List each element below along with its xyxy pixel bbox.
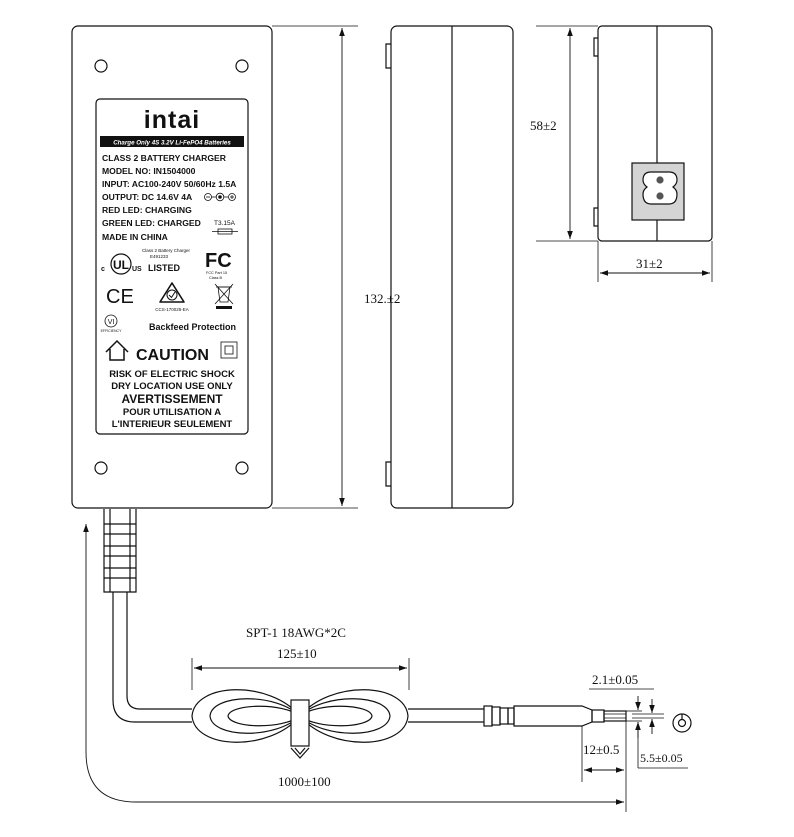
cable-length-dimension: 1000±100	[83, 524, 627, 812]
ul-circle-icon	[110, 253, 132, 275]
barrel-diameter-label: 5.5±0.05	[640, 751, 683, 765]
label-line: INPUT: AC100-240V 50/60Hz 1.5A	[102, 179, 236, 189]
height-label: 58±2	[530, 118, 557, 133]
caution-text: CAUTION	[136, 347, 209, 364]
brand-logo: intai	[144, 106, 200, 134]
backfeed-text: Backfeed Protection	[149, 322, 236, 332]
label-line: MODEL NO: IN1504000	[102, 166, 196, 176]
front-body	[71, 25, 273, 509]
svg-text:E491233: E491233	[150, 254, 169, 259]
weee-bin-icon	[214, 283, 234, 309]
end-view	[593, 25, 713, 242]
warning-line: L'INTERIEUR SEULEMENT	[112, 419, 233, 430]
end-body	[597, 25, 713, 242]
label-line: CLASS 2 BATTERY CHARGER	[102, 153, 227, 163]
svg-text:EFFICIENCY: EFFICIENCY	[101, 329, 122, 333]
screw-hole	[94, 59, 108, 73]
pin-diameter-label: 2.1±0.05	[592, 672, 638, 687]
fcc-mark: FC FCC Part 15 Class B	[205, 250, 232, 280]
width-label: 31±2	[636, 256, 663, 271]
house-icon	[105, 339, 129, 361]
svg-text:FC: FC	[205, 250, 232, 272]
svg-text:Class B: Class B	[209, 276, 223, 280]
front-view: intai Charge Only 4S 3.2V Li-FePO4 Batte…	[71, 25, 273, 509]
polarity-icon	[204, 192, 236, 202]
height-dimension: 58±2	[530, 25, 598, 242]
ul-listed-mark: Class 2 Battery Charger E491233 UL c US …	[101, 248, 191, 275]
cable-length-label: 1000±100	[278, 774, 331, 789]
coil-dimension: SPT-1 18AWG*2C 125±10	[191, 625, 410, 690]
screw-hole	[94, 461, 108, 475]
banner-bar	[100, 136, 244, 147]
length-label: 132.±2	[364, 291, 400, 306]
label-line: OUTPUT: DC 14.6V 4A	[102, 192, 192, 202]
label-line: MADE IN CHINA	[102, 232, 168, 242]
label-line: RED LED: CHARGING	[102, 205, 192, 215]
warning-line: RISK OF ELECTRIC SHOCK	[109, 369, 235, 380]
fuse-icon	[212, 228, 238, 235]
efficiency-mark: VI EFFICIENCY	[101, 314, 122, 333]
label-line: GREEN LED: CHARGED	[102, 218, 201, 228]
dc-plug	[483, 705, 627, 727]
warning-line: AVERTISSEMENT	[121, 392, 223, 406]
pin-diameter-dimension: 2.1±0.05	[589, 672, 664, 734]
strain-relief	[103, 509, 137, 593]
cable-coil	[191, 689, 409, 759]
double-insulation-icon	[220, 341, 238, 359]
plug-length-label: 12±0.5	[583, 742, 619, 757]
svg-text:FCC Part 15: FCC Part 15	[206, 271, 227, 275]
length-dimension: 132.±2	[272, 25, 400, 509]
svg-text:US: US	[132, 266, 142, 273]
plug-end-view-icon	[672, 713, 692, 733]
ac-inlet-icon	[631, 162, 685, 221]
svg-text:LISTED: LISTED	[148, 263, 181, 273]
rating-label	[95, 98, 249, 435]
svg-text:CCS-170025-EA: CCS-170025-EA	[155, 307, 189, 312]
banner-text: Charge Only 4S 3.2V Li-FePO4 Batteries	[113, 140, 231, 147]
plug-length-dimension: 12±0.5	[581, 721, 627, 790]
ce-mark: CE	[106, 286, 134, 308]
screw-hole	[235, 59, 249, 73]
svg-text:c: c	[101, 266, 105, 273]
warning-line: DRY LOCATION USE ONLY	[111, 381, 233, 392]
screw-hole	[235, 461, 249, 475]
svg-text:UL: UL	[113, 258, 129, 272]
cable-tie	[290, 699, 310, 747]
fuse-rating: T3.15A	[214, 220, 236, 227]
side-view	[385, 25, 514, 509]
warning-line: POUR UTILISATION A	[123, 407, 221, 418]
width-dimension: 31±2	[597, 241, 713, 282]
coil-label: 125±10	[277, 646, 317, 661]
barrel-diameter-dimension: 5.5±0.05	[626, 696, 688, 769]
cable-type-label: SPT-1 18AWG*2C	[246, 625, 346, 640]
rcm-mark-icon: CCS-170025-EA	[155, 282, 189, 312]
svg-text:Class 2 Battery Charger: Class 2 Battery Charger	[142, 248, 191, 253]
svg-text:VI: VI	[108, 319, 115, 326]
